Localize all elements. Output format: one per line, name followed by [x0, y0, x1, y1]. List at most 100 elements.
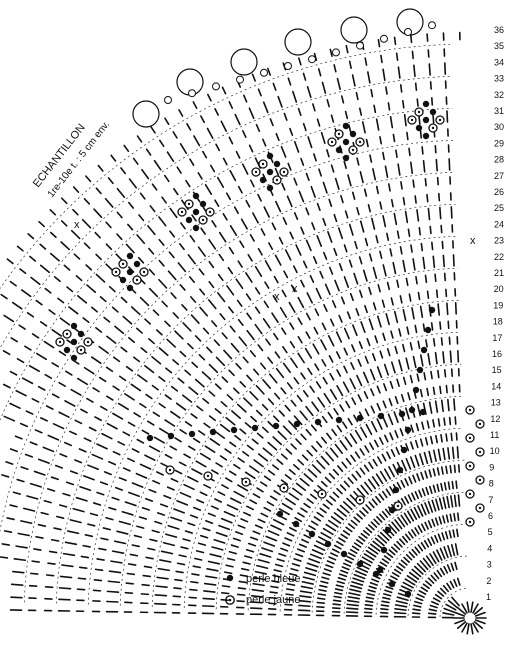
stitch-mark	[456, 577, 461, 586]
stitch-mark	[182, 538, 191, 542]
stitch-mark	[270, 524, 282, 531]
stitch-mark	[410, 424, 414, 433]
stitch-mark	[371, 498, 378, 506]
stitch-mark	[58, 411, 70, 418]
stitch-mark	[357, 358, 362, 367]
stitch-mark	[332, 468, 340, 476]
picot-circle	[284, 28, 312, 56]
blue-bead	[419, 408, 427, 416]
stitch-mark	[298, 57, 302, 66]
blue-bead	[404, 426, 412, 434]
stitch-mark	[313, 544, 326, 551]
stitch-mark	[267, 441, 278, 451]
stitch-mark	[59, 317, 71, 326]
stitch-mark	[384, 508, 391, 516]
stitch-mark	[390, 449, 396, 458]
stitch-mark	[402, 376, 407, 386]
stitch-mark	[246, 312, 252, 320]
stitch-mark	[329, 48, 333, 57]
stitch-mark	[400, 585, 413, 592]
stitch-mark	[285, 497, 296, 506]
stitch-mark	[158, 402, 166, 409]
stitch-mark	[141, 168, 150, 180]
stitch-mark	[386, 281, 391, 291]
stitch-mark	[322, 217, 327, 227]
stitch-mark	[334, 443, 344, 455]
stitch-mark	[63, 264, 71, 271]
stitch-mark	[108, 506, 117, 511]
yellow-bead-center	[351, 148, 355, 152]
stitch-mark	[427, 538, 433, 546]
stitch-mark	[120, 296, 128, 304]
stitch-mark	[278, 236, 284, 245]
stitch-mark	[436, 483, 440, 493]
stitch-mark	[228, 550, 238, 555]
stitch-mark	[316, 459, 326, 470]
stitch-mark	[288, 301, 296, 313]
stitch-mark	[155, 585, 168, 589]
stitch-mark	[367, 71, 371, 84]
stitch-mark	[400, 497, 406, 506]
stitch-mark	[147, 225, 156, 236]
stitch-mark	[81, 218, 92, 229]
stitch-mark	[59, 453, 68, 458]
stitch-mark	[108, 570, 122, 574]
stitch-mark	[425, 580, 433, 587]
stitch-mark	[111, 550, 125, 554]
stitch-mark	[274, 351, 281, 359]
stitch-mark	[189, 158, 195, 166]
stitch-mark	[284, 603, 293, 606]
blue-bead	[422, 132, 430, 140]
stitch-mark	[374, 335, 379, 344]
center-ray	[474, 611, 486, 617]
stitch-mark	[399, 538, 406, 546]
stitch-mark	[245, 293, 252, 301]
stitch-mark	[105, 366, 114, 373]
stitch-mark	[442, 496, 447, 509]
stitch-mark	[13, 558, 27, 562]
stitch-mark	[282, 542, 291, 547]
stitch-mark	[228, 136, 234, 145]
stitch-mark	[257, 88, 262, 97]
stitch-mark	[312, 343, 320, 355]
center-ray	[472, 622, 479, 633]
blue-bead	[412, 386, 420, 394]
stitch-mark	[152, 411, 161, 418]
stitch-mark	[297, 317, 303, 326]
stitch-mark	[96, 491, 105, 496]
stitch-mark	[276, 458, 284, 465]
stitch-mark	[306, 85, 312, 99]
center-ray	[466, 623, 470, 635]
stitch-mark	[87, 464, 99, 471]
stitch-mark	[335, 331, 343, 343]
stitch-mark	[219, 313, 226, 321]
stitch-mark	[214, 383, 222, 390]
stitch-mark	[252, 493, 261, 499]
stitch-mark	[164, 394, 172, 400]
stitch-mark	[402, 259, 406, 273]
stitch-mark	[313, 326, 319, 335]
stitch-mark	[295, 438, 302, 445]
stitch-mark	[219, 423, 231, 433]
blue-bead	[408, 406, 416, 414]
stitch-mark	[200, 227, 206, 235]
stitch-mark	[136, 234, 146, 245]
stitch-mark	[299, 477, 310, 487]
stitch-mark	[95, 326, 103, 333]
stitch-mark	[382, 529, 392, 539]
stitch-mark	[346, 607, 359, 610]
stitch-mark	[348, 552, 356, 558]
stitch-mark	[106, 590, 120, 593]
stitch-mark	[197, 542, 207, 546]
stitch-mark	[50, 476, 59, 481]
stitch-mark	[370, 521, 378, 528]
stitch-mark	[363, 553, 375, 561]
stitch-mark	[435, 158, 438, 172]
stitch-mark	[191, 573, 200, 576]
stitch-mark	[372, 168, 377, 181]
stitch-mark	[74, 419, 83, 425]
blue-bead	[400, 446, 408, 454]
stitch-mark	[61, 197, 68, 205]
blue-bead	[70, 322, 78, 330]
stitch-mark	[237, 318, 244, 327]
